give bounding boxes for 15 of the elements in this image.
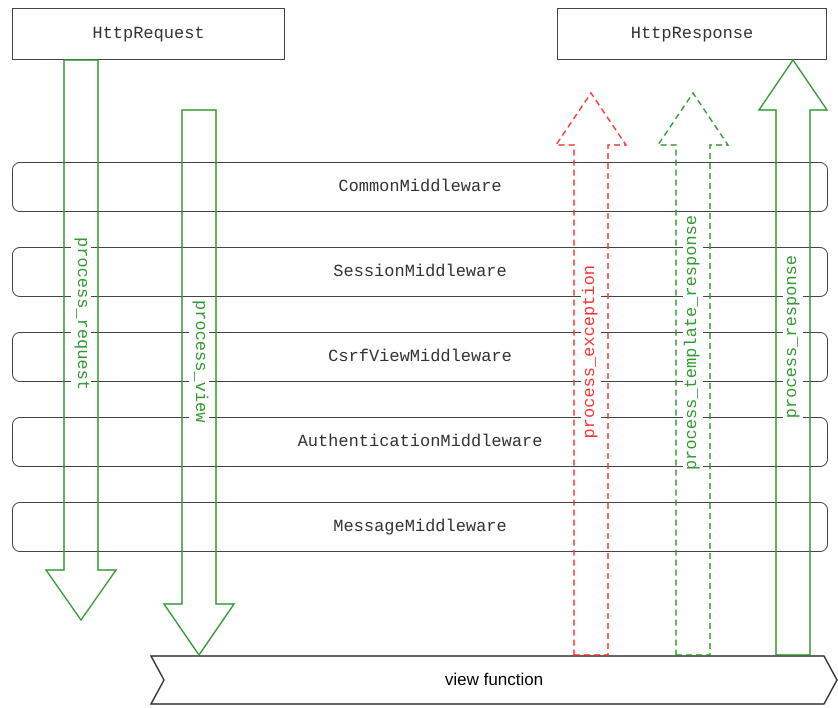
block-arrow	[758, 58, 828, 656]
middleware-layer: CommonMiddleware	[12, 162, 828, 212]
edge-label: process_exception	[581, 265, 601, 438]
message-box: HttpResponse	[557, 8, 827, 60]
edge-label: process_template_response	[683, 215, 703, 470]
block-arrow	[162, 109, 236, 656]
edge-label: process_view	[189, 300, 209, 422]
middleware-layer: MessageMiddleware	[12, 502, 828, 552]
block-arrow	[554, 92, 628, 656]
block-arrow	[44, 59, 118, 622]
message-box: HttpRequest	[12, 8, 285, 60]
view-function-bar: view function	[150, 655, 838, 705]
block-arrow	[656, 92, 730, 656]
edge-label: process_request	[71, 237, 91, 390]
edge-label: process_response	[783, 255, 803, 418]
